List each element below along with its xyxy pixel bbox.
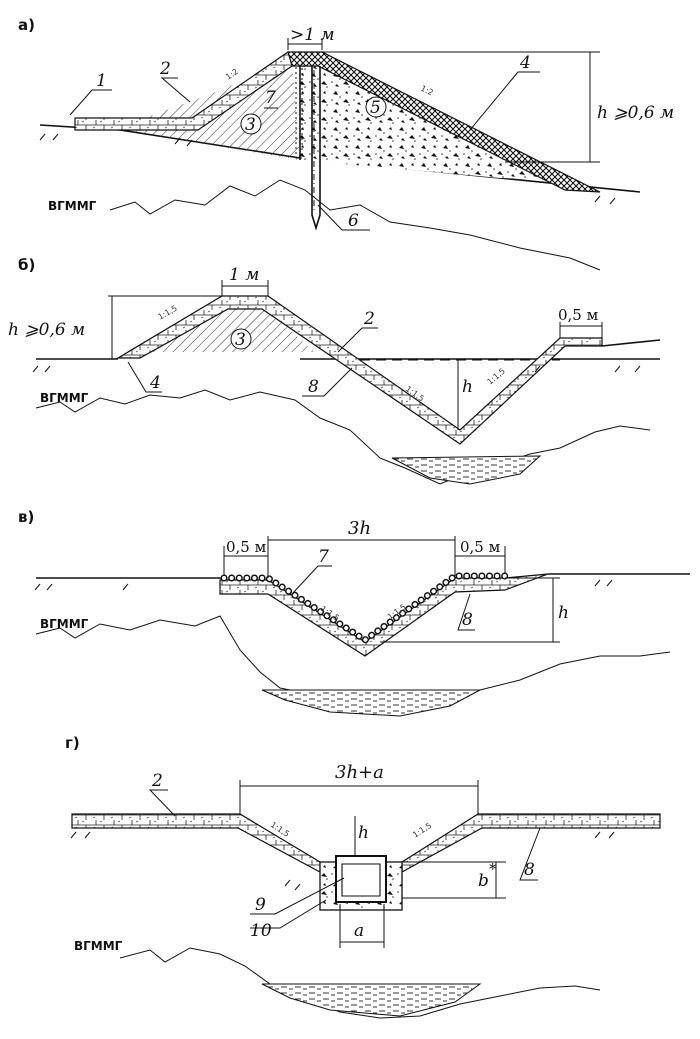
slope-a-right: 1:2 bbox=[419, 84, 435, 98]
callout-6: 6 bbox=[348, 211, 359, 231]
berm-b: 0,5 м bbox=[558, 306, 599, 324]
water-lens-g bbox=[261, 983, 482, 1017]
dim-height-b bbox=[108, 295, 222, 359]
permafrost-label-g: ВГММГ bbox=[74, 939, 123, 953]
depth-b: h bbox=[462, 377, 473, 397]
callout-9-g: 9 bbox=[255, 895, 266, 915]
dim-berm-right-v bbox=[455, 546, 506, 574]
dim-width-v bbox=[267, 536, 456, 578]
section-b: б) 1 м h ⩾0,6 м 0,5 м h 1:1,5 1:1,5 1:1,… bbox=[8, 256, 661, 485]
leader-8-v bbox=[457, 593, 475, 631]
leader-6 bbox=[317, 204, 370, 231]
water-lens-b bbox=[391, 455, 542, 485]
tray-height-mark-g: * bbox=[489, 860, 497, 878]
leader-1 bbox=[69, 89, 112, 116]
callout-8-v: 8 bbox=[462, 610, 473, 630]
top-width-a: >1 м bbox=[290, 25, 335, 45]
ground-ticks-v bbox=[34, 579, 613, 591]
slope-b-right: 1:1,5 bbox=[486, 366, 508, 386]
width-g: 3h+a bbox=[335, 762, 384, 783]
leader-4-a bbox=[469, 71, 540, 131]
dim-top-a bbox=[287, 38, 323, 50]
tray-width-g: a bbox=[354, 921, 364, 941]
leader-8-g bbox=[519, 827, 541, 881]
leader-9-g bbox=[250, 877, 345, 915]
callout-5-a: 5 bbox=[370, 98, 381, 118]
revetment-2-left bbox=[74, 51, 293, 131]
dim-width-g bbox=[239, 780, 479, 814]
depth-g: h bbox=[358, 823, 369, 843]
leader-7-v bbox=[291, 565, 332, 595]
section-letter-a: а) bbox=[18, 16, 35, 34]
ground-ticks-a bbox=[39, 133, 616, 205]
dim-top-b bbox=[221, 280, 269, 296]
berm-left-v: 0,5 м bbox=[226, 538, 267, 556]
depth-v: h bbox=[558, 603, 569, 623]
width-v: 3h bbox=[348, 518, 371, 539]
leader-2-a bbox=[160, 77, 191, 103]
ditch-revetment-v bbox=[219, 573, 549, 657]
water-lens-v bbox=[261, 689, 481, 717]
revetment-2-g-left bbox=[71, 813, 321, 874]
section-g: г) 3h+a h b * a 1:1,5 1:1,5 2 8 9 10 bbox=[65, 734, 661, 1019]
section-letter-g: г) bbox=[65, 734, 80, 752]
dim-berm-left-v bbox=[223, 546, 268, 576]
callout-2-g: 2 bbox=[151, 771, 163, 791]
ground-ticks-b bbox=[32, 365, 641, 373]
callout-3-b: 3 bbox=[235, 330, 246, 350]
callout-8-g: 8 bbox=[524, 860, 535, 880]
top-width-b: 1 м bbox=[229, 265, 259, 285]
callout-4-a: 4 bbox=[519, 53, 531, 73]
pile-6 bbox=[311, 66, 321, 231]
ground-line-v bbox=[36, 573, 690, 579]
permafrost-label-v: ВГММГ bbox=[40, 617, 89, 631]
dim-berm-b bbox=[559, 322, 603, 338]
permafrost-label-a: ВГММГ bbox=[48, 199, 97, 213]
callout-10-g: 10 bbox=[250, 921, 272, 941]
leader-2-g bbox=[148, 789, 176, 817]
ground-ticks-g bbox=[70, 831, 615, 891]
callout-7-v: 7 bbox=[318, 547, 329, 567]
circle-5-a bbox=[365, 96, 387, 118]
height-b: h ⩾0,6 м bbox=[8, 320, 85, 340]
dim-tray-height-g bbox=[402, 861, 506, 899]
tube-layer-7-inner bbox=[222, 574, 507, 643]
section-letter-b: б) bbox=[18, 256, 35, 274]
dim-depth-v bbox=[380, 577, 560, 643]
slope-a-left: 1:2 bbox=[224, 67, 240, 82]
callout-8-b: 8 bbox=[308, 377, 319, 397]
tray-height-g: b bbox=[478, 871, 489, 891]
permafrost-line-v bbox=[35, 615, 671, 707]
slope-b-left: 1:1,5 bbox=[157, 304, 179, 322]
callout-1: 1 bbox=[96, 71, 107, 91]
dike-core-b bbox=[140, 306, 315, 352]
dim-height-a bbox=[322, 51, 600, 163]
callout-2-b: 2 bbox=[363, 309, 375, 329]
berm-right-v: 0,5 м bbox=[460, 538, 501, 556]
leader-4-b bbox=[127, 361, 162, 393]
tray-inner bbox=[341, 863, 381, 897]
leader-2-b bbox=[337, 327, 378, 353]
section-a: а) >1 м h ⩾0,6 м 1:2 1:2 1 2 3 bbox=[18, 16, 674, 271]
permafrost-line-a bbox=[109, 179, 601, 271]
revetment-2-b bbox=[115, 295, 603, 445]
dim-tray-width-g bbox=[339, 904, 385, 948]
section-v: в) 3h 0,5 м 0,5 м h 1:1,5 1:1,5 7 8 ВГММ… bbox=[18, 508, 690, 717]
callout-4-b: 4 bbox=[149, 373, 161, 393]
ground-right-b bbox=[601, 339, 661, 347]
callout-7-a: 7 bbox=[265, 88, 276, 108]
callout-2-a: 2 bbox=[159, 59, 171, 79]
circle-3-b bbox=[230, 328, 252, 350]
leader-10-g bbox=[250, 899, 327, 929]
height-a: h ⩾0,6 м bbox=[597, 103, 674, 123]
slope-g-right: 1:1,5 bbox=[411, 821, 433, 840]
leader-8-b bbox=[302, 367, 353, 397]
circle-3-a bbox=[240, 113, 262, 135]
callout-3-a: 3 bbox=[245, 115, 256, 135]
section-letter-v: в) bbox=[18, 508, 34, 526]
permafrost-line-b bbox=[35, 389, 651, 485]
permafrost-label-b: ВГММГ bbox=[40, 391, 89, 405]
